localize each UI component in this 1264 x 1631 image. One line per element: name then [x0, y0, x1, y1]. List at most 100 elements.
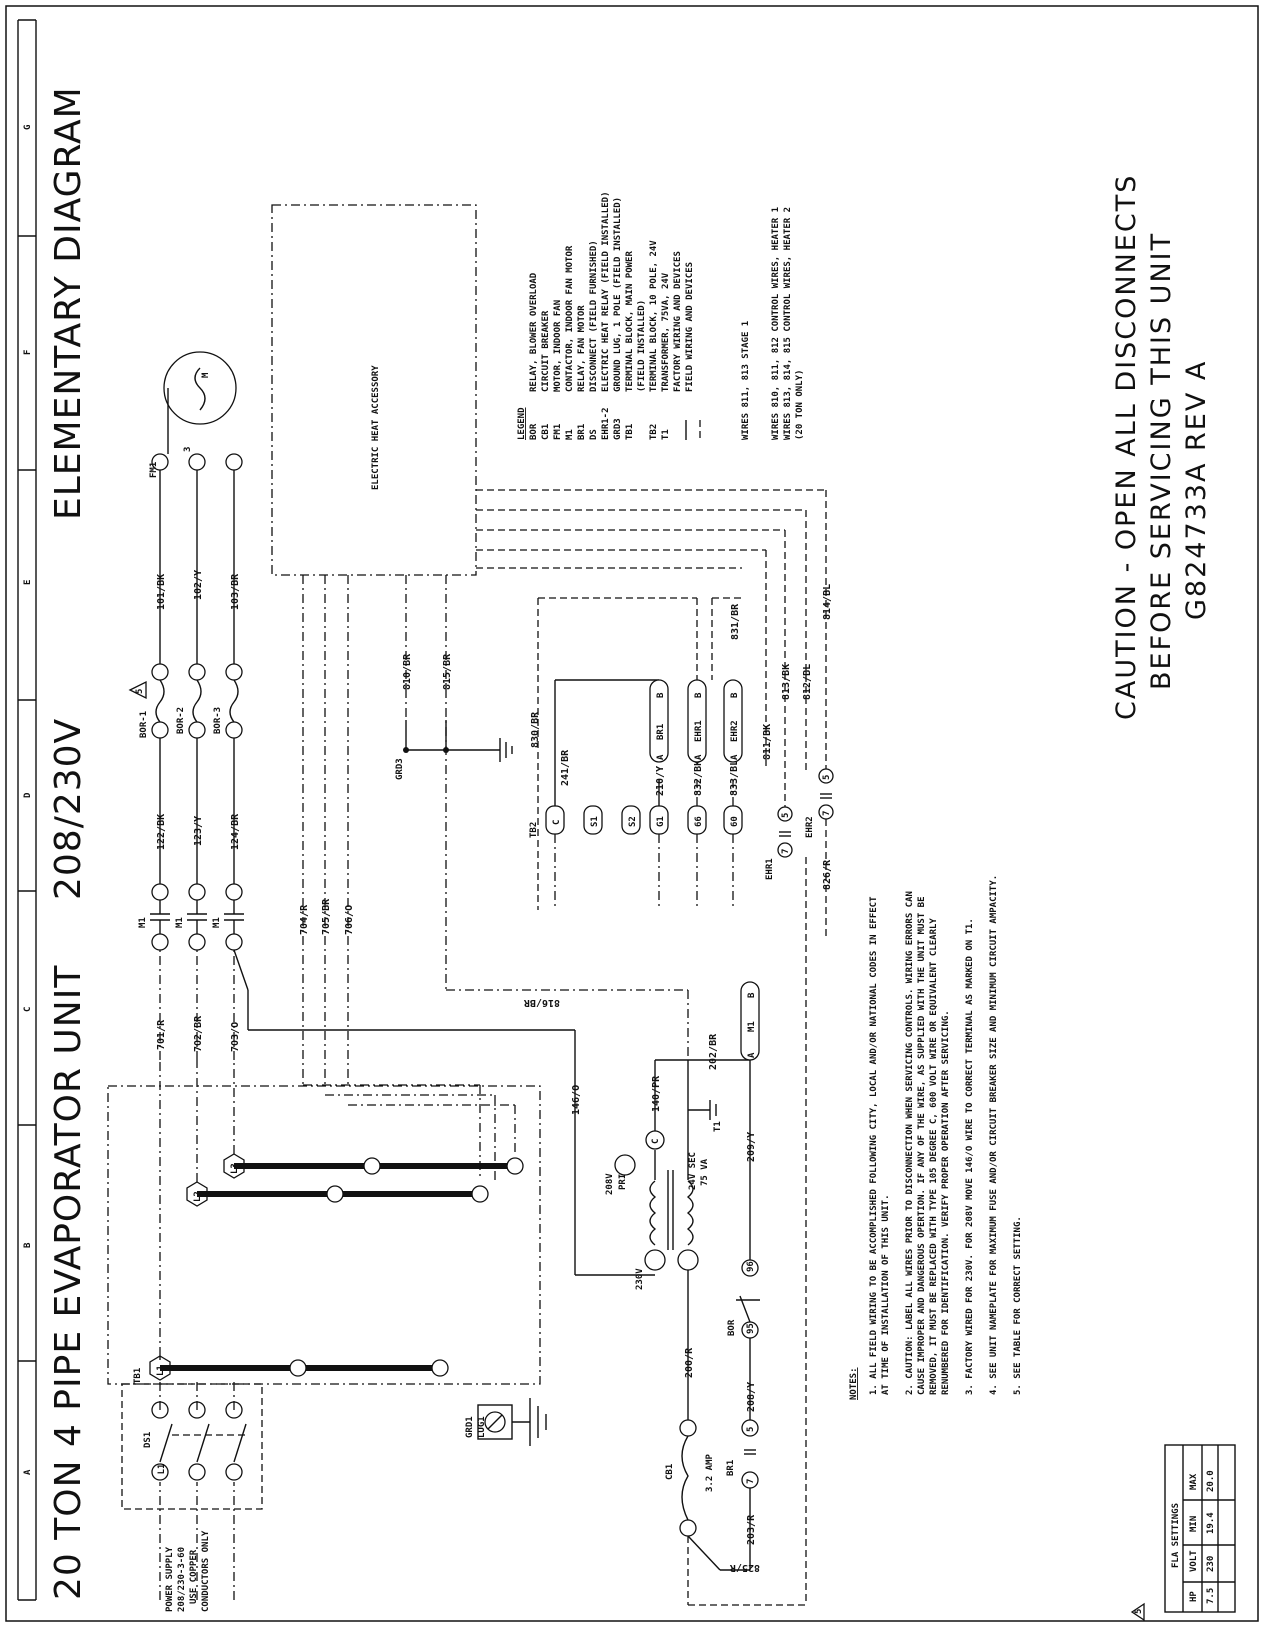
diagram-title: ELEMENTARY DIAGRAM [48, 86, 89, 520]
svg-text:MAX: MAX [1189, 1473, 1199, 1490]
sheet-border [5, 5, 1259, 1622]
svg-text:S1: S1 [590, 816, 600, 827]
note-line: 1. ALL FIELD WIRING TO BE ACCOMPLISHED F… [869, 896, 879, 1395]
svg-text:832/BK: 832/BK [693, 760, 704, 796]
svg-text:7: 7 [781, 849, 791, 854]
svg-text:95: 95 [746, 1323, 756, 1334]
svg-text:G1: G1 [656, 816, 666, 827]
svg-text:S2: S2 [628, 816, 638, 827]
svg-text:A: A [730, 754, 740, 760]
svg-text:7: 7 [746, 1479, 756, 1484]
legend-description: TRANSFORMER, 75VA, 24V [661, 272, 671, 392]
heat-relay-contacts: 811/BK 813/BK 812/BL 814/BL 7 5 EHR1 7 5… [762, 490, 834, 1605]
svg-text:3: 3 [183, 447, 193, 452]
svg-text:230: 230 [1206, 1556, 1216, 1572]
grid-letter-a: A [23, 1469, 33, 1475]
svg-text:BOR-2: BOR-2 [176, 707, 186, 734]
svg-text:5: 5 [135, 689, 145, 694]
drawing-number: G824733A REV A [1181, 360, 1212, 620]
svg-text:5: 5 [1134, 1609, 1144, 1614]
svg-text:B: B [730, 692, 740, 698]
svg-text:BR1: BR1 [726, 1460, 736, 1476]
svg-text:EHR2: EHR2 [730, 720, 740, 742]
m1-coil-circuit: 209/Y A M1 B 96 95 BOR 208/Y 5 7 BR1 203… [720, 981, 760, 1571]
svg-text:M1: M1 [747, 1021, 757, 1032]
svg-text:BOR-1: BOR-1 [139, 711, 149, 738]
power-wires-to-m1: 701/R 702/BR 703/O [156, 950, 241, 1060]
circuit-breaker-cb1: 200/R CB1 3.2 AMP 825/R [665, 1347, 806, 1606]
terminal-block-tb2: TB2 C S1 S2 G1 66 60 830/BR 241/BR 210/Y… [529, 597, 743, 910]
svg-text:A: A [656, 754, 666, 760]
svg-text:B: B [747, 992, 757, 998]
svg-text:C: C [651, 1139, 661, 1144]
svg-text:704/R: 704/R [299, 904, 310, 935]
svg-text:208/Y: 208/Y [746, 1382, 757, 1412]
notes-heading: NOTES: [849, 1367, 859, 1400]
svg-text:B: B [656, 692, 666, 698]
note-line: RENUMBERED FOR IDENTIFICATION. VERIFY PR… [941, 1010, 951, 1395]
svg-text:20.0: 20.0 [1206, 1470, 1216, 1492]
svg-text:M: M [201, 372, 211, 378]
svg-text:TB2: TB2 [529, 822, 539, 838]
note-line: 4. SEE UNIT NAMEPLATE FOR MAXIMUM FUSE A… [989, 875, 999, 1395]
svg-text:208/230-3-60: 208/230-3-60 [177, 1547, 187, 1612]
svg-text:5: 5 [822, 775, 832, 780]
ground-lug-grd3: GRD3 [395, 720, 513, 780]
svg-text:LUG1: LUG1 [477, 1416, 487, 1438]
legend-code: EHR1-2 [601, 407, 611, 440]
svg-text:123/Y: 123/Y [193, 816, 204, 846]
svg-text:B: B [694, 692, 704, 698]
caution-line-2: BEFORE SERVICING THIS UNIT [1146, 232, 1177, 690]
legend-code: TB2 [649, 424, 659, 440]
svg-text:T1: T1 [713, 1121, 723, 1132]
legend-description: RELAY, BLOWER OVERLOAD [529, 272, 539, 392]
svg-text:M1: M1 [138, 917, 148, 928]
svg-text:FM1: FM1 [149, 462, 159, 478]
legend-wires-heater1: WIRES 810, 811, 812 CONTROL WIRES, HEATE… [771, 207, 781, 440]
notes: NOTES: 1. ALL FIELD WIRING TO BE ACCOMPL… [849, 875, 1023, 1400]
legend-description: (FIELD INSTALLED) [637, 300, 647, 392]
svg-text:5: 5 [781, 813, 791, 818]
electric-heat-accessory: ELECTRIC HEAT ACCESSORY 704/R 705/BR 706… [271, 204, 826, 1180]
note-line: REMOVED, IT MUST BE REPLACED WITH TYPE 1… [929, 918, 939, 1395]
svg-text:706/O: 706/O [344, 905, 355, 935]
legend-code: DS [589, 429, 599, 440]
svg-text:M1: M1 [212, 917, 222, 928]
svg-text:VOLT: VOLT [1189, 1550, 1199, 1572]
svg-text:140/PR: 140/PR [651, 1075, 662, 1112]
svg-text:124/BR: 124/BR [230, 813, 241, 850]
svg-text:CB1: CB1 [665, 1464, 675, 1480]
power-supply-label: POWER SUPPLY 208/230-3-60 USE COPPER CON… [165, 1530, 211, 1612]
ground-lug-grd1: GRD1 LUG1 [465, 1398, 547, 1446]
legend-description: MOTOR, INDOOR FAN [553, 300, 563, 392]
svg-text:L1: L1 [157, 1464, 167, 1475]
note-line: 2. CAUTION: LABEL ALL WIRES PRIOR TO DIS… [905, 891, 915, 1395]
legend-wires-stage1: WIRES 811, 813 STAGE 1 [741, 321, 751, 440]
svg-text:BR1: BR1 [656, 724, 666, 740]
legend-description: FIELD WIRING AND DEVICES [685, 262, 695, 392]
blower-overload-relays: BOR-1 BOR-2 BOR-3 5 [128, 663, 243, 739]
legend-code: T1 [661, 429, 671, 440]
svg-text:241/BR: 241/BR [560, 749, 571, 786]
wires-m1-to-bor: 122/BK 123/Y 124/BR [156, 738, 241, 884]
svg-text:BOR: BOR [727, 1319, 737, 1336]
svg-text:701/R: 701/R [156, 1019, 167, 1050]
svg-text:208V: 208V [605, 1173, 615, 1195]
svg-text:825/R: 825/R [729, 1562, 760, 1573]
grid-letter-f: F [23, 350, 33, 355]
svg-text:EHR2: EHR2 [805, 816, 815, 838]
grid-letter-c: C [23, 1007, 33, 1012]
legend-code: CB1 [541, 424, 551, 440]
legend-description: CIRCUIT BREAKER [541, 310, 551, 392]
svg-text:USE COPPER: USE COPPER [189, 1549, 199, 1604]
legend-code: BR1 [577, 424, 587, 440]
svg-text:209/Y: 209/Y [746, 1132, 757, 1162]
legend-wires-heater2: WIRES 813, 814, 815 CONTROL WIRES, HEATE… [783, 207, 793, 440]
svg-text:MIN: MIN [1189, 1516, 1199, 1532]
svg-text:EHR1: EHR1 [694, 720, 704, 742]
contactor-m1: M1 M1 M1 [138, 883, 244, 951]
legend-heading: LEGEND [517, 407, 527, 440]
